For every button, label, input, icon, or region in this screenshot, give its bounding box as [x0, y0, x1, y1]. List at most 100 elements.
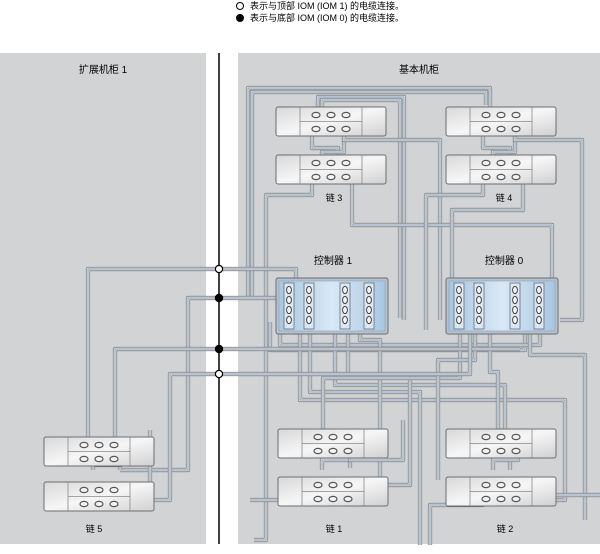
legend-item-iom1: 表示与顶部 IOM (IOM 1) 的电缆连接。	[236, 0, 404, 12]
cable-c1-chain1-b	[357, 330, 383, 490]
sas-port-icon	[341, 111, 351, 119]
iom0-junction-icon	[214, 293, 224, 303]
chain-3-shelf-top	[275, 106, 387, 137]
chain-4-label: 链 4	[496, 192, 513, 203]
cable-c0-chain1-top-core	[322, 330, 461, 440]
sas-port-icon	[481, 433, 491, 441]
sas-port-icon	[326, 125, 336, 133]
sas-port-icon	[496, 125, 506, 133]
sas-port-icon	[311, 159, 321, 167]
hba-port-icon	[476, 305, 482, 315]
sas-port-icon	[326, 173, 336, 181]
hba-port-icon	[342, 285, 348, 295]
cable-chain3-top-b-core	[321, 99, 401, 318]
sas-port-icon	[481, 495, 491, 503]
hba-port-icon	[366, 285, 372, 295]
hba-port-icon	[306, 305, 312, 315]
hba-port-icon	[456, 305, 462, 315]
sas-port-icon	[328, 433, 338, 441]
expansion-cabinet-title: 扩展机柜 1	[78, 65, 128, 76]
sas-port-icon	[481, 111, 491, 119]
sas-port-icon	[496, 481, 506, 489]
hba-port-icon	[342, 315, 348, 325]
chain-2-shelf-bottom	[445, 476, 557, 507]
sas-port-icon	[313, 495, 323, 503]
cable-exp-iom0-a-core	[120, 297, 219, 471]
iom1-junction-icon	[214, 264, 224, 274]
sas-port-icon	[511, 433, 521, 441]
sas-port-icon	[79, 441, 89, 449]
sas-port-icon	[481, 173, 491, 181]
controller-1	[275, 277, 389, 335]
hba-port-icon	[512, 305, 518, 315]
hba-port-icon	[536, 295, 542, 305]
cable-exp-iom0-b-core	[114, 348, 219, 445]
hba-port-icon	[286, 305, 292, 315]
sas-port-icon	[313, 447, 323, 455]
cable-c1-chain2	[297, 330, 568, 503]
cable-chain3-top-core	[317, 96, 405, 320]
hba-port-icon	[366, 315, 372, 325]
cable-c1-c0-cross-b-core	[279, 330, 541, 346]
hba-port-icon	[512, 285, 518, 295]
iom1-junction-icon	[214, 369, 224, 379]
sas-port-icon	[341, 125, 351, 133]
iom0-junction-icon	[214, 344, 224, 354]
sas-port-icon	[481, 159, 491, 167]
sas-port-icon	[313, 433, 323, 441]
sas-port-icon	[311, 111, 321, 119]
sas-port-icon	[343, 495, 353, 503]
sas-port-icon	[496, 173, 506, 181]
sas-port-icon	[79, 486, 89, 494]
filled-circle-icon	[236, 14, 244, 22]
sas-port-icon	[79, 455, 89, 463]
sas-port-icon	[511, 481, 521, 489]
hba-port-icon	[366, 295, 372, 305]
cable-c0-right-core	[529, 330, 586, 520]
base-cabinet-title: 基本机柜	[399, 65, 439, 76]
cable-exp-to-c0-b-core	[219, 330, 471, 375]
hba-port-icon	[512, 315, 518, 325]
hba-port-icon	[286, 295, 292, 305]
sas-port-icon	[94, 500, 104, 508]
shelves	[43, 106, 557, 512]
hba-port-icon	[306, 315, 312, 325]
hba-port-icon	[536, 285, 542, 295]
cable-c0-chain2-b-core	[437, 330, 476, 480]
chain-5-shelf-top	[43, 436, 155, 467]
sas-port-icon	[109, 486, 119, 494]
cable-c1-chain2-sheath	[298, 330, 567, 502]
sas-port-icon	[481, 125, 491, 133]
sas-port-icon	[481, 447, 491, 455]
sas-port-icon	[511, 111, 521, 119]
hba-port-icon	[456, 295, 462, 305]
cable-exp-iom1-a-core	[87, 268, 219, 440]
cable-exp-iom1-a-sheath	[86, 267, 219, 440]
cable-chain4-bottom-core	[425, 176, 484, 330]
cable-c1-chain4-top-core	[247, 87, 491, 300]
sas-port-icon	[313, 481, 323, 489]
sas-port-icon	[343, 433, 353, 441]
sas-port-icon	[481, 481, 491, 489]
hba-port-icon	[306, 295, 312, 305]
cable-c1-chain1-b-sheath	[358, 330, 382, 490]
hba-port-icon	[476, 315, 482, 325]
sas-port-icon	[343, 481, 353, 489]
sas-port-icon	[328, 481, 338, 489]
sas-port-icon	[326, 159, 336, 167]
cable-exp-iom0-b-sheath	[113, 347, 219, 445]
chain-2-label: 链 2	[497, 523, 514, 534]
sas-port-icon	[94, 441, 104, 449]
hba-port-icon	[306, 285, 312, 295]
sas-port-icon	[326, 111, 336, 119]
hba-port-icon	[366, 305, 372, 315]
hba-port-icon	[456, 315, 462, 325]
cable-c1-chain1-b-core	[359, 330, 381, 490]
hba-port-icon	[342, 295, 348, 305]
hba-port-icon	[286, 285, 292, 295]
sas-port-icon	[511, 447, 521, 455]
cable-c1-chain2-top-core	[334, 320, 506, 440]
cable-c1-chain2-b-core	[309, 330, 421, 545]
sas-port-icon	[511, 159, 521, 167]
sas-port-icon	[496, 111, 506, 119]
